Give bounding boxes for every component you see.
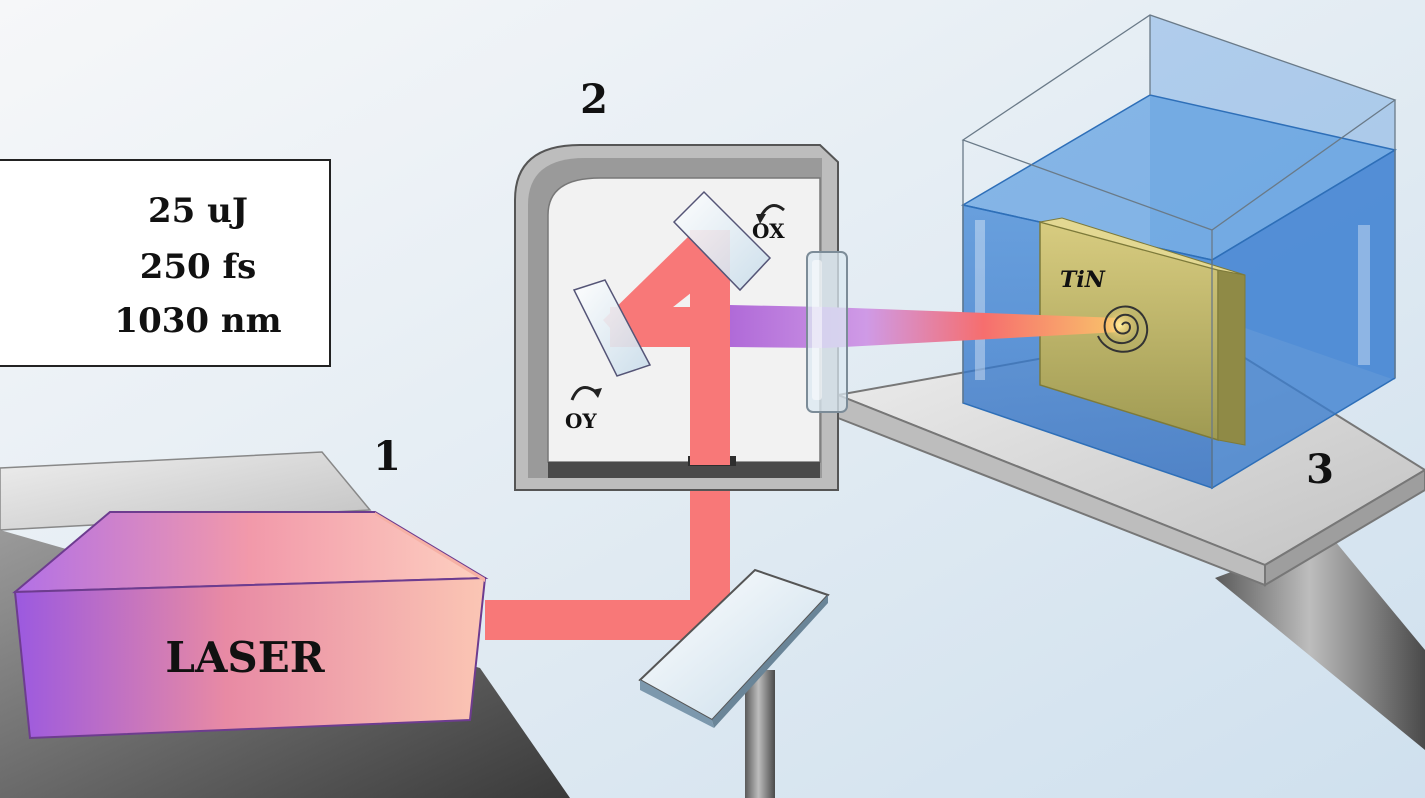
mirror-x [672, 190, 772, 292]
laser-label: LASER [165, 633, 325, 682]
turning-mirror [638, 568, 830, 798]
laser-box: LASER [12, 511, 489, 740]
water-tank [960, 14, 1397, 490]
spec-duration: 250 fs [140, 247, 257, 287]
oy-label: OY [565, 409, 597, 433]
spec-wavelength: 1030 nm [114, 301, 281, 341]
tin-sample [1039, 217, 1246, 446]
spec-box: 25 uJ 250 fs 1030 nm [0, 159, 331, 367]
label-laser-stage: 1 [373, 433, 401, 480]
ox-label: OX [752, 219, 785, 243]
label-sample-stage: 3 [1306, 446, 1334, 493]
sample-label: TiN [1060, 267, 1106, 293]
spiral-pattern [1097, 305, 1149, 353]
mirror-y [572, 279, 652, 377]
laser-beam [485, 465, 730, 640]
galvo-scanner: OX OY [514, 144, 839, 491]
spec-energy: 25 uJ [148, 191, 248, 231]
scan-lens [806, 251, 848, 413]
label-scanner-stage: 2 [580, 76, 608, 123]
